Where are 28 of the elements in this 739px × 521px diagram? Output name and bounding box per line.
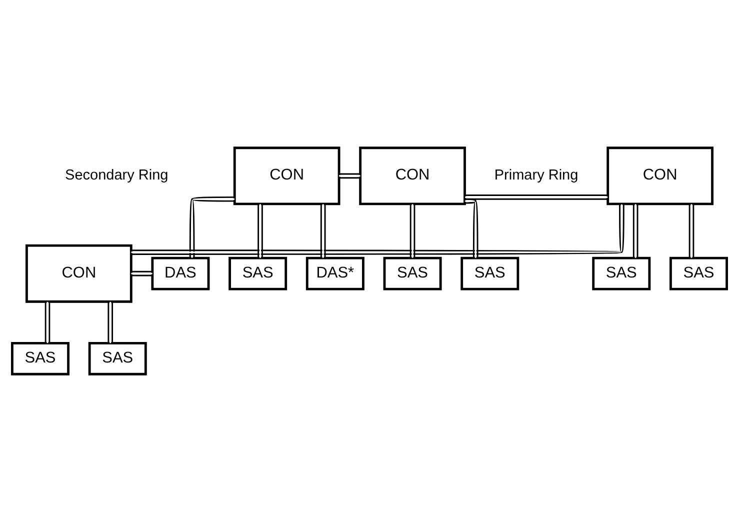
connector xyxy=(131,204,624,254)
label: Secondary Ring xyxy=(65,166,168,183)
node-box: SAS xyxy=(592,256,651,290)
connector xyxy=(108,301,114,343)
connector xyxy=(688,204,694,258)
node-box: SAS xyxy=(88,341,147,375)
node-box: CON xyxy=(233,146,340,205)
node-box: SAS xyxy=(460,256,520,290)
node-box: SAS xyxy=(11,341,70,375)
label: Primary Ring xyxy=(494,166,578,183)
node-box: CON xyxy=(359,146,466,205)
connector xyxy=(320,204,326,258)
node-box: SAS xyxy=(228,256,288,290)
connector xyxy=(339,172,360,178)
node-box: CON xyxy=(26,244,132,302)
connector xyxy=(410,204,416,258)
node-box: DAS* xyxy=(306,256,364,290)
connector xyxy=(632,204,638,258)
connector xyxy=(44,301,50,343)
connector xyxy=(189,196,234,258)
connector xyxy=(465,194,608,200)
node-box: SAS xyxy=(383,256,442,290)
connector xyxy=(258,204,263,258)
node-box: CON xyxy=(606,146,714,205)
node-box: SAS xyxy=(670,256,728,290)
connector xyxy=(131,270,152,276)
connector xyxy=(464,198,478,258)
node-box: DAS xyxy=(151,256,210,290)
